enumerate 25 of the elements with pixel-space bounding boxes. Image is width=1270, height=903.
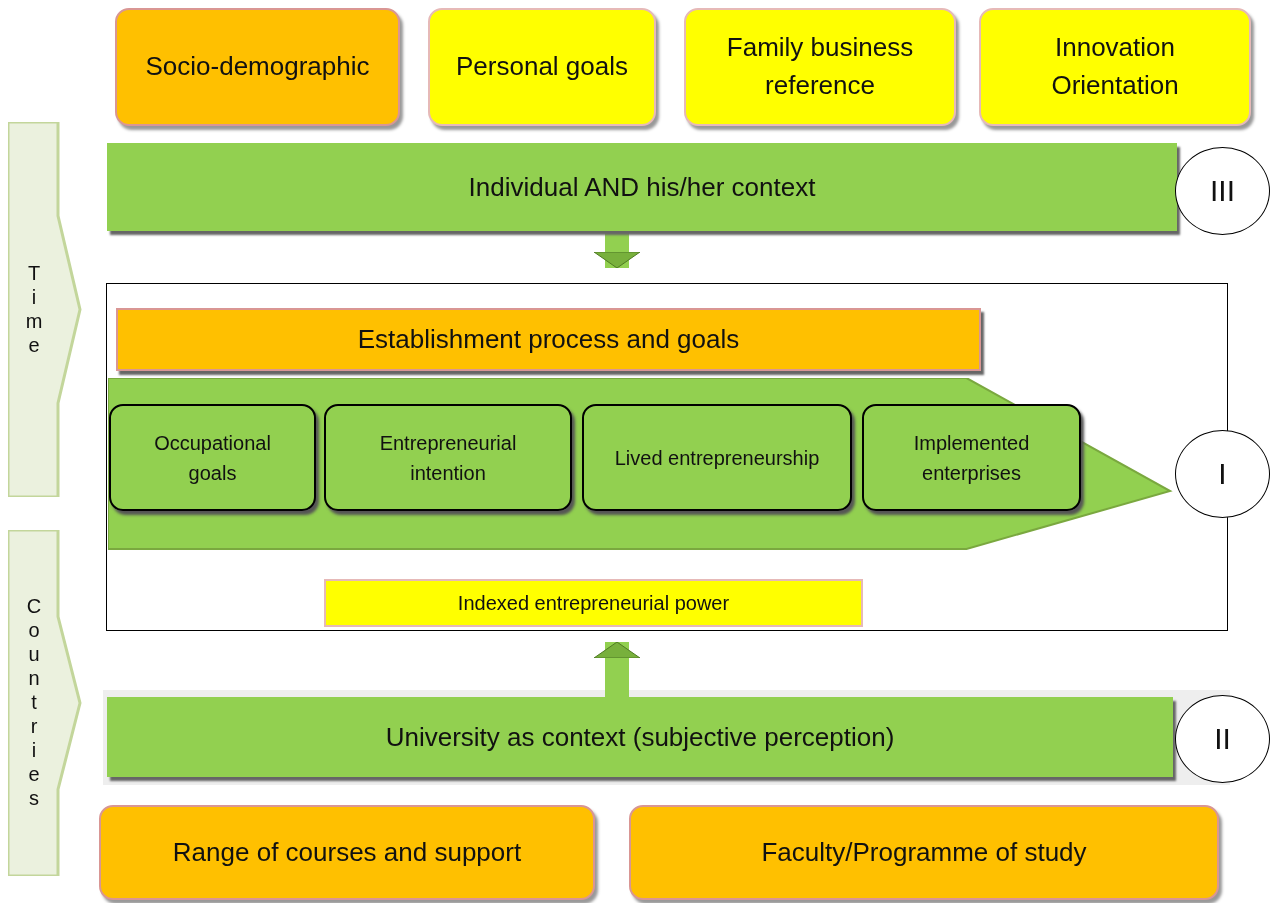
axis-label: Time	[22, 261, 46, 358]
stage-box: Implemented enterprises	[862, 404, 1081, 511]
direction-arrow	[8, 122, 82, 497]
factor-box: Family business reference	[684, 8, 956, 126]
factor-box: Innovation Orientation	[979, 8, 1251, 126]
heading-bar: Establishment process and goals	[116, 308, 981, 371]
arrow	[593, 641, 641, 697]
context-bar: Individual AND his/her context	[107, 143, 1177, 231]
axis-label: Countries	[22, 595, 46, 811]
stage-box: Entrepreneurial intention	[324, 404, 572, 511]
arrow	[593, 231, 641, 269]
frame-box	[106, 283, 1228, 631]
level-circle: III	[1175, 147, 1270, 235]
context-bar: University as context (subjective perception)	[107, 697, 1173, 777]
factor-box: Faculty/Programme of study	[629, 805, 1219, 900]
direction-arrow	[8, 530, 82, 876]
stage-box: Occupational goals	[109, 404, 316, 511]
stage-box: Lived entrepreneurship	[582, 404, 852, 511]
index-box: Indexed entrepreneurial power	[324, 579, 863, 627]
level-circle: I	[1175, 430, 1270, 518]
factor-box: Personal goals	[428, 8, 656, 126]
level-circle: II	[1175, 695, 1270, 783]
factor-box: Socio-demographic	[115, 8, 400, 126]
factor-box: Range of courses and support	[99, 805, 595, 900]
process-band	[108, 378, 1174, 550]
